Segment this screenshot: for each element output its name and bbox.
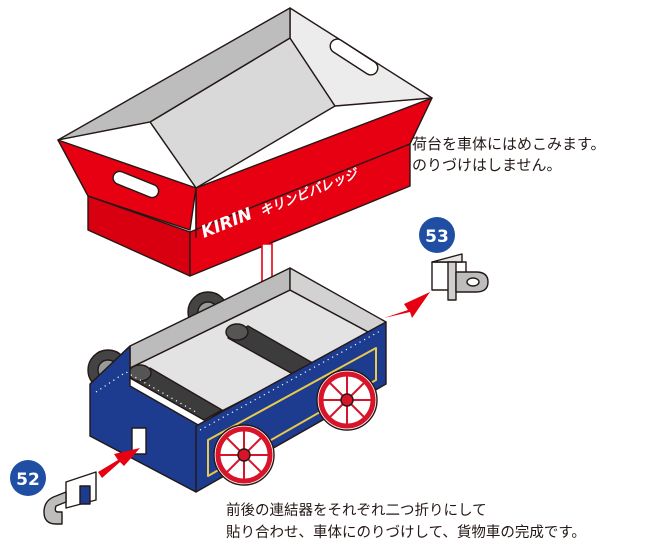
wagon-left-side xyxy=(89,345,201,493)
badge-front-coupler: 53 xyxy=(419,217,455,253)
badge-rear-coupler: 52 xyxy=(10,460,46,496)
instruction-bottom: 前後の連結器をそれぞれ二つ折りにして 貼り合わせ、車体にのりづけして、貨物車の完… xyxy=(226,500,586,544)
front-wheel-left xyxy=(213,424,275,486)
coupler-rear-part xyxy=(43,471,97,525)
tray-handle-slot-left xyxy=(112,170,160,199)
instruction-bottom-line2: 貼り合わせ、車体にのりづけして、貨物車の完成です。 xyxy=(226,525,586,541)
tray-bottom-band-front xyxy=(189,143,411,277)
badge-rear-coupler-number: 52 xyxy=(16,470,40,490)
instruction-top-line1: 荷台を車体にはめこみます。 xyxy=(412,135,606,153)
coupler-front-part xyxy=(431,253,489,301)
instruction-top-line2: のりづけはしません。 xyxy=(412,156,562,174)
front-wheel-right xyxy=(316,369,378,431)
arrow-front-coupler xyxy=(384,292,430,318)
instruction-top: 荷台を車体にはめこみます。 のりづけはしません。 xyxy=(412,134,606,176)
rear-coupler-plate xyxy=(131,427,147,455)
cargo-tray xyxy=(57,7,433,277)
tray-handle-slot-back xyxy=(329,38,379,76)
wagon-body xyxy=(87,267,387,493)
badge-front-coupler-number: 53 xyxy=(425,227,449,247)
instruction-bottom-line1: 前後の連結器をそれぞれ二つ折りにして xyxy=(226,503,487,519)
arrow-rear-coupler xyxy=(98,448,140,478)
wagon-gold-trim xyxy=(207,347,377,477)
